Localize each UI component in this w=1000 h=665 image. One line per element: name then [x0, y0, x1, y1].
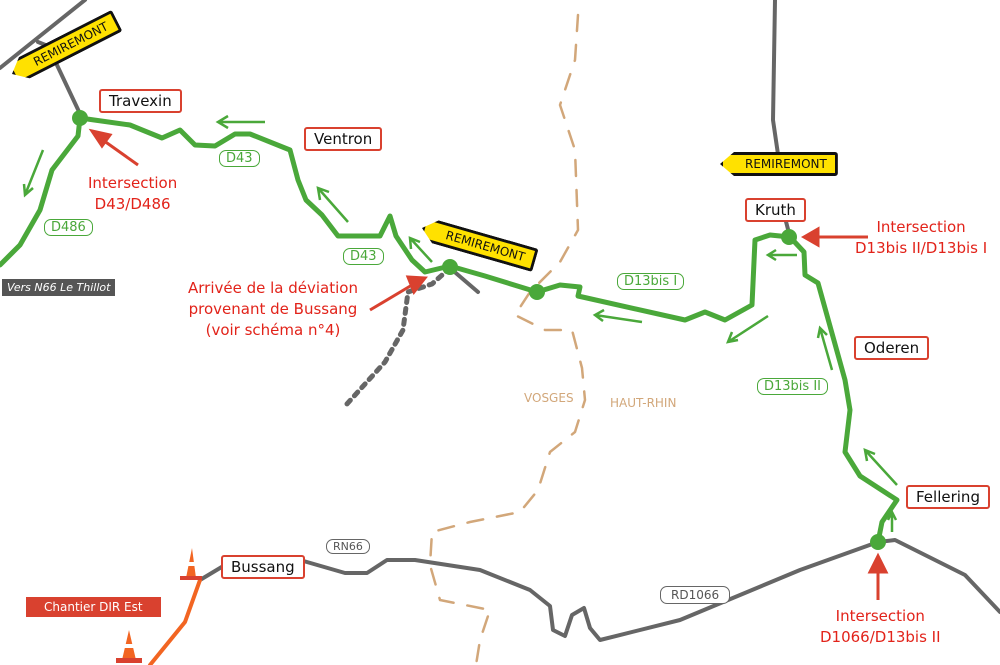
arrow-icon [215, 114, 265, 130]
traffic-cone-icon [116, 630, 142, 663]
intersection-dot-fellering [870, 534, 886, 550]
traffic-cone-icon [180, 548, 202, 580]
road-rn66-rd1066 [198, 538, 1000, 642]
road-label-d13bis-ii: D13bis II [757, 378, 828, 395]
pointer-arrows [88, 128, 889, 600]
pointer-arrow-icon [369, 283, 413, 312]
intersection-dots [72, 110, 886, 550]
chantier-dir-est-label: Chantier DIR Est [26, 597, 161, 617]
note-line: provenant de Bussang [188, 300, 358, 318]
arrow-icon [22, 149, 45, 198]
works-route [148, 578, 202, 665]
town-oderen: Oderen [854, 336, 930, 360]
town-kruth: Kruth [745, 198, 806, 222]
note-line: (voir schéma n°4) [205, 321, 341, 339]
traffic-cone-icons [116, 548, 202, 663]
arrow-icon [765, 248, 797, 262]
arrow-icon [408, 236, 433, 263]
note-line: Intersection [835, 607, 925, 625]
deviation-route-dotted [343, 265, 453, 408]
note-line: D1066/D13bis II [820, 628, 941, 646]
town-fellering: Fellering [906, 485, 990, 509]
intersection-dot-border [529, 284, 545, 300]
arrow-icon [886, 509, 898, 532]
direction-arrows [22, 114, 898, 532]
arrow-icon [725, 314, 769, 344]
note-line: Arrivée de la déviation [188, 279, 358, 297]
note-deviation-arrival: Arrivée de la déviation provenant de Buss… [188, 278, 358, 341]
town-bussang: Bussang [221, 555, 305, 579]
arrow-icon [863, 448, 898, 486]
department-haut-rhin: HAUT-RHIN [610, 396, 677, 410]
road-label-d43: D43 [219, 150, 260, 167]
note-line: D43/D486 [94, 195, 171, 213]
vers-le-thillot-label: Vers N66 Le Thillot [2, 279, 116, 296]
road-label-d486: D486 [44, 219, 93, 236]
road-label-d43: D43 [343, 248, 384, 265]
intersection-dot-travexin [72, 110, 88, 126]
town-ventron: Ventron [304, 127, 383, 151]
road-label-d13bis-i: D13bis I [617, 273, 685, 290]
arrow-icon [816, 325, 834, 371]
road-label-rd1066: RD1066 [660, 586, 731, 604]
note-line: Intersection [876, 218, 966, 236]
department-vosges: VOSGES [524, 391, 574, 405]
route-d486 [0, 115, 83, 268]
intersection-dot-kruth [781, 229, 797, 245]
intersection-dot-deviation [442, 259, 458, 275]
note-line: Intersection [88, 174, 178, 192]
department-border [428, 13, 587, 665]
direction-sign-remiremont-kruth: REMIREMONT [720, 152, 838, 176]
arrow-icon [592, 308, 643, 324]
town-travexin: Travexin [99, 89, 182, 113]
note-line: D13bis II/D13bis I [855, 239, 988, 257]
arrow-icon [316, 186, 349, 223]
road-label-rn66: RN66 [326, 539, 370, 554]
